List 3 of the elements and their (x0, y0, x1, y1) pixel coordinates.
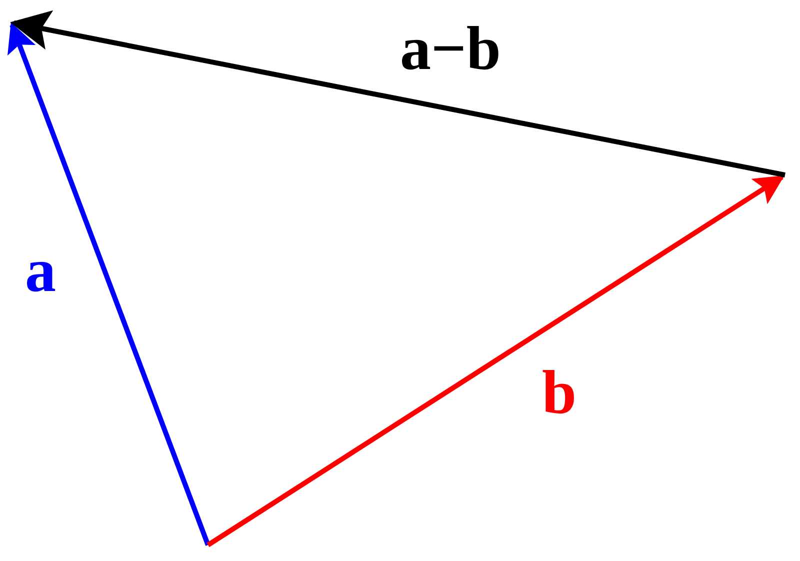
vector-label: a−b (400, 18, 501, 80)
vector-label: b (542, 362, 576, 424)
vector-label: a (25, 240, 56, 302)
